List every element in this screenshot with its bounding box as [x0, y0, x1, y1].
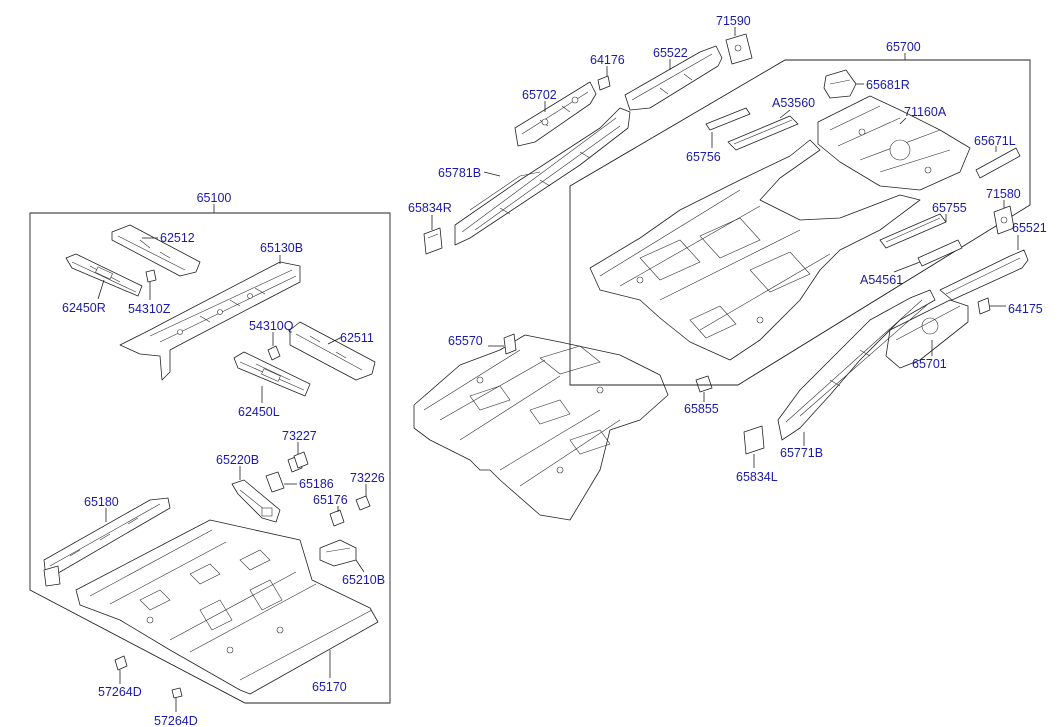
part-65180[interactable] [43, 497, 171, 587]
part-57264D-b[interactable] [171, 687, 183, 712]
label-73226[interactable]: 73226 [350, 471, 385, 485]
label-62450L[interactable]: 62450L [238, 405, 280, 419]
part-62450R[interactable] [65, 253, 143, 300]
label-65771B[interactable]: 65771B [780, 446, 823, 460]
part-65771B[interactable] [777, 289, 936, 446]
part-65176[interactable] [329, 506, 345, 527]
label-65521[interactable]: 65521 [1012, 221, 1047, 235]
part-65855[interactable] [695, 375, 713, 402]
label-57264D-b[interactable]: 57264D [154, 714, 198, 727]
part-65671L[interactable] [975, 146, 1021, 179]
part-73226[interactable] [355, 484, 371, 511]
label-65700[interactable]: 65700 [886, 40, 921, 54]
part-65186[interactable] [265, 471, 297, 493]
part-64175[interactable] [977, 297, 1006, 315]
part-62511[interactable] [289, 321, 376, 381]
part-65756[interactable] [705, 107, 751, 148]
label-62511[interactable]: 62511 [340, 331, 374, 345]
part-65681R[interactable] [823, 69, 864, 99]
part-71590[interactable] [725, 27, 753, 65]
label-65522[interactable]: 65522 [653, 46, 688, 60]
label-62450R[interactable]: 62450R [62, 301, 106, 315]
part-71160A[interactable] [817, 95, 971, 191]
label-54310Z[interactable]: 54310Z [128, 302, 171, 316]
label-54310Q[interactable]: 54310Q [249, 319, 294, 333]
label-65186[interactable]: 65186 [299, 477, 334, 491]
part-65570[interactable] [413, 333, 669, 521]
part-65755[interactable] [879, 213, 947, 249]
group-box-65100 [29, 204, 391, 704]
part-65781B[interactable] [454, 107, 631, 246]
label-65756[interactable]: 65756 [686, 150, 721, 164]
label-65834R[interactable]: 65834R [408, 201, 452, 215]
part-65130B[interactable] [119, 255, 301, 381]
part-65522[interactable] [624, 45, 723, 111]
label-65701[interactable]: 65701 [912, 357, 947, 371]
part-62450L[interactable] [233, 351, 311, 403]
part-rear-floor-frame[interactable] [589, 139, 921, 361]
part-73227[interactable] [287, 442, 309, 473]
label-65170[interactable]: 65170 [312, 680, 347, 694]
label-64175[interactable]: 64175 [1008, 302, 1043, 316]
group-box-65700 [569, 53, 1031, 386]
label-65220B[interactable]: 65220B [216, 453, 259, 467]
label-65702[interactable]: 65702 [522, 88, 557, 102]
label-65176[interactable]: 65176 [313, 493, 348, 507]
label-57264D-a[interactable]: 57264D [98, 685, 142, 699]
label-73227[interactable]: 73227 [282, 429, 317, 443]
label-65130B[interactable]: 65130B [260, 241, 303, 255]
label-A54561[interactable]: A54561 [860, 273, 903, 287]
label-65100[interactable]: 65100 [197, 191, 232, 205]
label-65834L[interactable]: 65834L [736, 470, 778, 484]
label-65681R[interactable]: 65681R [866, 78, 910, 92]
part-65701[interactable] [885, 299, 969, 369]
labels: 65100 62512 62450R 54310Z 65130B 54310Q … [62, 14, 1047, 727]
part-62512[interactable] [111, 224, 201, 277]
label-62512[interactable]: 62512 [160, 231, 195, 245]
part-54310Q[interactable] [267, 332, 281, 361]
part-54310Z[interactable] [145, 269, 157, 300]
part-65834R[interactable] [423, 215, 443, 255]
part-71580[interactable] [993, 200, 1015, 235]
label-65570[interactable]: 65570 [448, 334, 483, 348]
label-71160A[interactable]: 71160A [904, 105, 947, 119]
label-65755[interactable]: 65755 [932, 201, 967, 215]
label-71590[interactable]: 71590 [716, 14, 751, 28]
label-64176[interactable]: 64176 [590, 53, 625, 67]
part-65220B[interactable] [231, 466, 281, 523]
part-65210B[interactable] [319, 539, 365, 573]
label-65855[interactable]: 65855 [684, 402, 719, 416]
part-57264D-a[interactable] [114, 655, 128, 684]
part-65521[interactable] [939, 235, 1029, 301]
part-A54561[interactable] [893, 239, 963, 273]
part-64176[interactable] [597, 66, 611, 91]
label-65180[interactable]: 65180 [84, 495, 119, 509]
part-65834L[interactable] [743, 425, 765, 468]
part-65702[interactable] [514, 81, 597, 147]
label-65781B[interactable]: 65781B [438, 166, 481, 180]
label-A53560[interactable]: A53560 [772, 96, 815, 110]
part-65170[interactable] [75, 519, 379, 695]
part-A53560[interactable] [727, 109, 799, 151]
label-65210B[interactable]: 65210B [342, 573, 385, 587]
label-71580[interactable]: 71580 [986, 187, 1021, 201]
label-65671L[interactable]: 65671L [974, 134, 1016, 148]
